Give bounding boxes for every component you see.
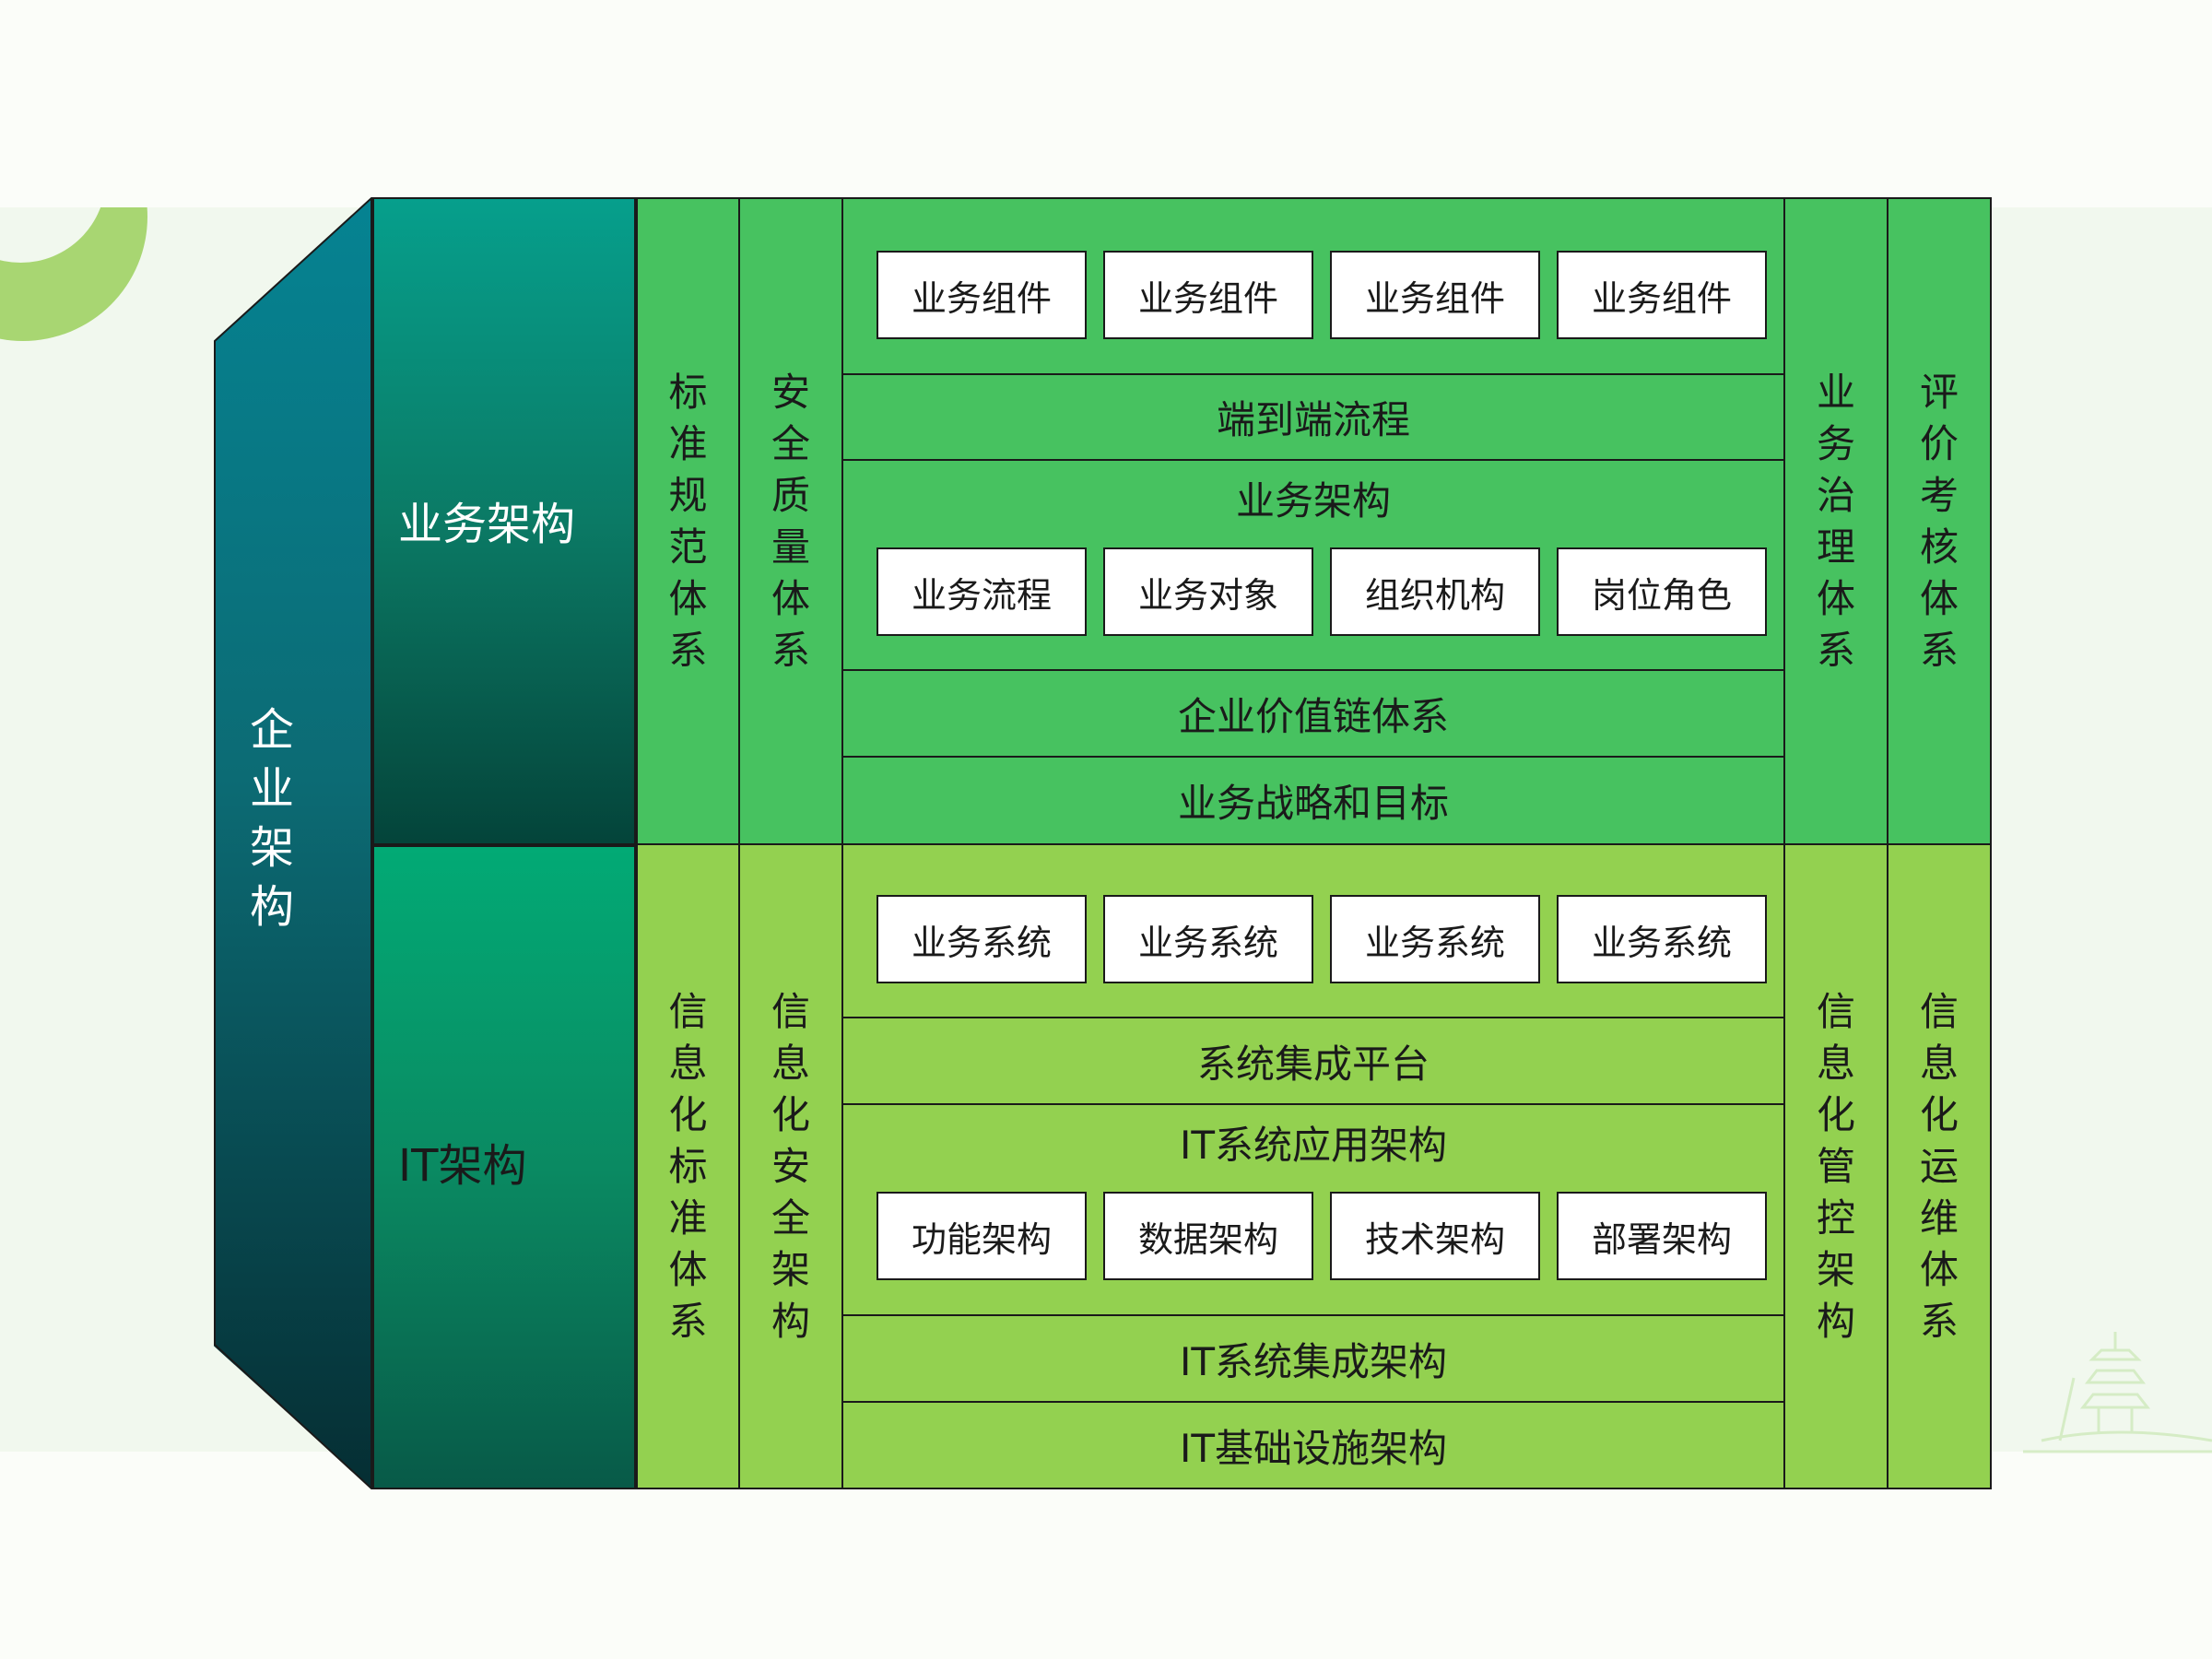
- integration-platform-band: 系统集成平台: [841, 1017, 1785, 1105]
- business-object-box: 业务对象: [1103, 547, 1313, 636]
- post-role-box: 岗位角色: [1557, 547, 1767, 636]
- evaluation-label: 评价考核体系: [1917, 367, 1961, 677]
- business-process-box: 业务流程: [877, 547, 1087, 636]
- value-chain-label: 企业价值链体系: [1178, 686, 1449, 742]
- business-system-box: 业务系统: [1557, 895, 1767, 983]
- it-standards-label: 信息化标准体系: [666, 986, 711, 1347]
- standards-system-label: 标准规范体系: [666, 367, 711, 677]
- business-header-label: 业务架构: [398, 488, 575, 552]
- it-operations-column: 信息化运维体系: [1887, 843, 1992, 1489]
- business-components-row: 业务组件 业务组件 业务组件 业务组件: [841, 197, 1785, 375]
- side-label: 企业架构: [240, 700, 304, 936]
- it-application-architecture-panel: IT系统应用架构 功能架构 数据架构 技术架构 部署架构: [841, 1103, 1785, 1316]
- safety-quality-column: 安全质量体系: [738, 197, 843, 845]
- it-operations-label: 信息化运维体系: [1917, 986, 1961, 1347]
- business-governance-column: 业务治理体系: [1783, 197, 1888, 845]
- strategy-label: 业务战略和目标: [1178, 772, 1449, 829]
- business-component-box: 业务组件: [1330, 251, 1540, 339]
- business-system-box: 业务系统: [1330, 895, 1540, 983]
- it-architecture-header: IT架构: [372, 845, 636, 1489]
- it-security-column: 信息化安全架构: [738, 843, 843, 1489]
- deployment-architecture-box: 部署架构: [1557, 1192, 1767, 1280]
- it-integration-architecture-label: IT系统集成架构: [1180, 1331, 1447, 1387]
- business-architecture-title: 业务架构: [1236, 470, 1391, 526]
- business-system-box: 业务系统: [1103, 895, 1313, 983]
- it-integration-architecture-band: IT系统集成架构: [841, 1314, 1785, 1403]
- e2e-flow-band: 端到端流程: [841, 373, 1785, 461]
- organization-box: 组织机构: [1330, 547, 1540, 636]
- it-application-architecture-title: IT系统应用架构: [1180, 1114, 1447, 1171]
- it-control-column: 信息化管控架构: [1783, 843, 1888, 1489]
- business-governance-label: 业务治理体系: [1814, 367, 1858, 677]
- standards-system-column: 标准规范体系: [636, 197, 740, 845]
- safety-quality-label: 安全质量体系: [769, 367, 813, 677]
- e2e-flow-label: 端到端流程: [1217, 389, 1410, 445]
- strategy-band: 业务战略和目标: [841, 756, 1785, 845]
- business-component-box: 业务组件: [877, 251, 1087, 339]
- business-architecture-header: 业务架构: [372, 197, 636, 845]
- technical-architecture-box: 技术架构: [1330, 1192, 1540, 1280]
- integration-platform-label: 系统集成平台: [1197, 1033, 1430, 1089]
- value-chain-band: 企业价值链体系: [841, 669, 1785, 758]
- business-systems-row: 业务系统 业务系统 业务系统 业务系统: [841, 843, 1785, 1018]
- function-architecture-box: 功能架构: [877, 1192, 1087, 1280]
- it-infrastructure-band: IT基础设施架构: [841, 1401, 1785, 1489]
- it-infrastructure-label: IT基础设施架构: [1180, 1418, 1447, 1474]
- business-component-box: 业务组件: [1557, 251, 1767, 339]
- evaluation-column: 评价考核体系: [1887, 197, 1992, 845]
- it-header-label: IT架构: [398, 1129, 526, 1194]
- business-component-box: 业务组件: [1103, 251, 1313, 339]
- business-architecture-panel: 业务架构 业务流程 业务对象 组织机构 岗位角色: [841, 459, 1785, 671]
- it-control-label: 信息化管控架构: [1814, 986, 1858, 1347]
- business-system-box: 业务系统: [877, 895, 1087, 983]
- data-architecture-box: 数据架构: [1103, 1192, 1313, 1280]
- it-standards-column: 信息化标准体系: [636, 843, 740, 1489]
- it-security-label: 信息化安全架构: [769, 986, 813, 1347]
